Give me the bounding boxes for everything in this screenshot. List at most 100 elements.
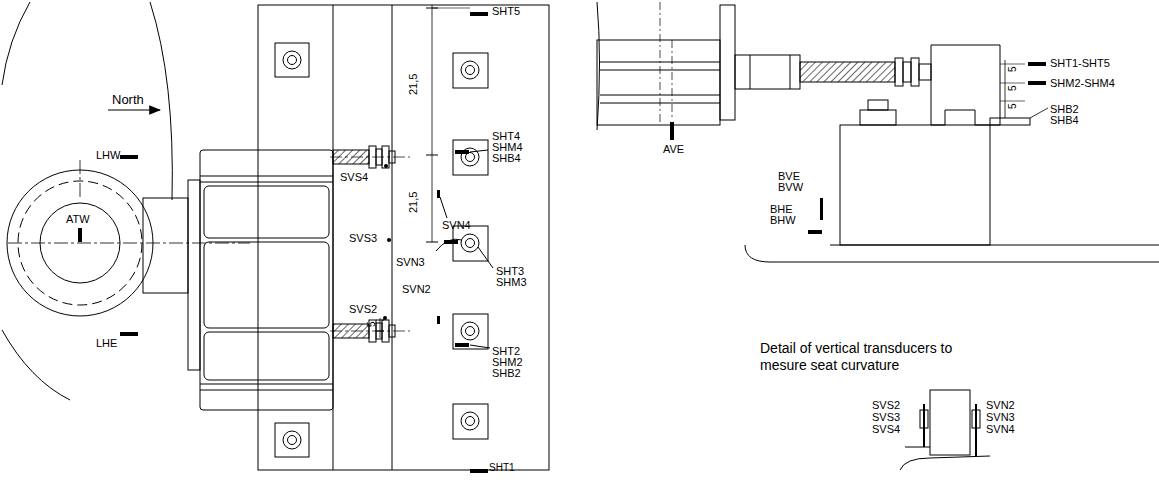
elevation-view-part: [600, 70, 720, 71]
plan-view-part: [200, 384, 333, 385]
plan-view-part: [440, 197, 447, 218]
transducer-label: SHT1: [489, 462, 515, 473]
plan-view-part: [470, 150, 488, 152]
transducer-label: ATW: [66, 214, 90, 225]
dimension-label: 21,5: [408, 74, 419, 95]
transducer-label: SVN4: [986, 424, 1015, 435]
plan-view-part: [330, 331, 410, 332]
transducer-marks-part: [120, 155, 138, 159]
plan-view-part: [283, 431, 301, 449]
transducer-label: SVS4: [872, 424, 900, 435]
plan-view-part: [188, 180, 200, 370]
transducer-marks-part: [384, 164, 388, 168]
dimension-label: 5: [1007, 85, 1018, 91]
transducer-marks: [78, 12, 1046, 473]
transducer-label: BHE: [770, 204, 793, 215]
transducer-label: SHT2: [492, 346, 520, 357]
plan-view-part: [275, 423, 309, 457]
plan-view-part: [453, 404, 488, 439]
transducer-label: LHW: [96, 150, 120, 161]
transducer-marks-part: [437, 190, 440, 198]
plan-view-part: [453, 226, 488, 261]
plan-view-part: [453, 53, 488, 88]
transducer-label: SVS2: [349, 304, 377, 315]
plan-view-part: [330, 157, 410, 158]
transducer-marks-part: [1028, 81, 1046, 85]
plan-view-part: [453, 314, 488, 349]
dimension-label: 5: [1007, 66, 1018, 72]
elevation-view-part: [745, 245, 1159, 262]
plan-view-part: [466, 66, 475, 75]
transducer-label: BVE: [778, 171, 800, 182]
plan-view-part: [380, 318, 381, 338]
transducer-label: SVN3: [396, 257, 425, 268]
transducer-label: SHM2: [492, 357, 523, 368]
elevation-view-part: [911, 58, 919, 86]
transducer-marks-part: [437, 316, 440, 324]
transducer-marks-part: [455, 343, 469, 347]
plan-view-part: [258, 5, 549, 470]
elevation-view-part: [840, 125, 990, 245]
detail-view: [900, 390, 990, 470]
plan-view-part: [80, 160, 81, 200]
plan-view-part: [461, 322, 479, 340]
plan-view-part: [108, 109, 160, 110]
plan-view-part: [283, 51, 301, 69]
transducer-label: SHB4: [1050, 115, 1079, 126]
transducer-label: SVS3: [872, 412, 900, 423]
transducer-marks-part: [444, 240, 458, 244]
elevation-view-part: [868, 100, 888, 110]
plan-view-part: [461, 234, 479, 252]
plan-view-part: [478, 247, 493, 268]
plan-view-part: [200, 150, 333, 410]
plan-view-part: [150, 2, 172, 200]
elevation-view-part: [800, 62, 895, 82]
elevation-view-part: [720, 5, 735, 120]
detail-view-part: [920, 410, 928, 428]
plan-view-part: [275, 43, 309, 77]
elevation-view-part: [600, 95, 720, 96]
plan-view-part: [461, 412, 479, 430]
plan-view-part: [466, 417, 475, 426]
elevation-view-part: [790, 55, 791, 89]
plan-view-part: [436, 239, 462, 251]
elevation-view-part: [600, 62, 720, 63]
elevation-view-part: [735, 55, 800, 89]
elevation-view-part: [1000, 83, 1025, 84]
detail-view-part: [975, 404, 977, 456]
transducer-label: BHW: [770, 215, 796, 226]
detail-view-part: [930, 390, 970, 455]
transducer-marks-part: [455, 150, 469, 154]
plan-view-part: [432, 8, 470, 9]
elevation-view-part: [660, 2, 661, 125]
transducer-marks-part: [387, 238, 391, 242]
transducer-label: SVN2: [402, 284, 431, 295]
plan-view-part: [143, 198, 188, 293]
transducer-label: SHB2: [492, 368, 521, 379]
elevation-view: [597, 2, 1159, 262]
transducer-label: SVS3: [349, 233, 377, 244]
elevation-view-part: [830, 245, 1159, 246]
transducer-label: SVS4: [340, 172, 368, 183]
elevation-view-part: [919, 64, 931, 80]
plan-view-part: [466, 239, 475, 248]
elevation-view-part: [600, 103, 720, 104]
transducer-label: LHE: [96, 338, 117, 349]
plan-view-part: [288, 436, 297, 445]
elevation-view-part: [597, 40, 720, 125]
detail-view-part: [900, 456, 990, 470]
transducer-label: SHM3: [496, 277, 527, 288]
transducer-label: SVN4: [442, 220, 471, 231]
plan-view-part: [470, 345, 490, 348]
dimension-label: 5: [1007, 103, 1018, 109]
transducer-marks-part: [808, 230, 822, 234]
transducer-label: SHB4: [492, 153, 521, 164]
transducer-label: AVE: [663, 144, 684, 155]
plan-view-part: [2, 330, 70, 400]
transducer-marks-part: [1028, 62, 1046, 66]
elevation-view-part: [750, 55, 751, 89]
detail-view-part: [905, 447, 930, 448]
dimension-label: 21,5: [408, 192, 419, 213]
transducer-marks-part: [78, 228, 82, 242]
